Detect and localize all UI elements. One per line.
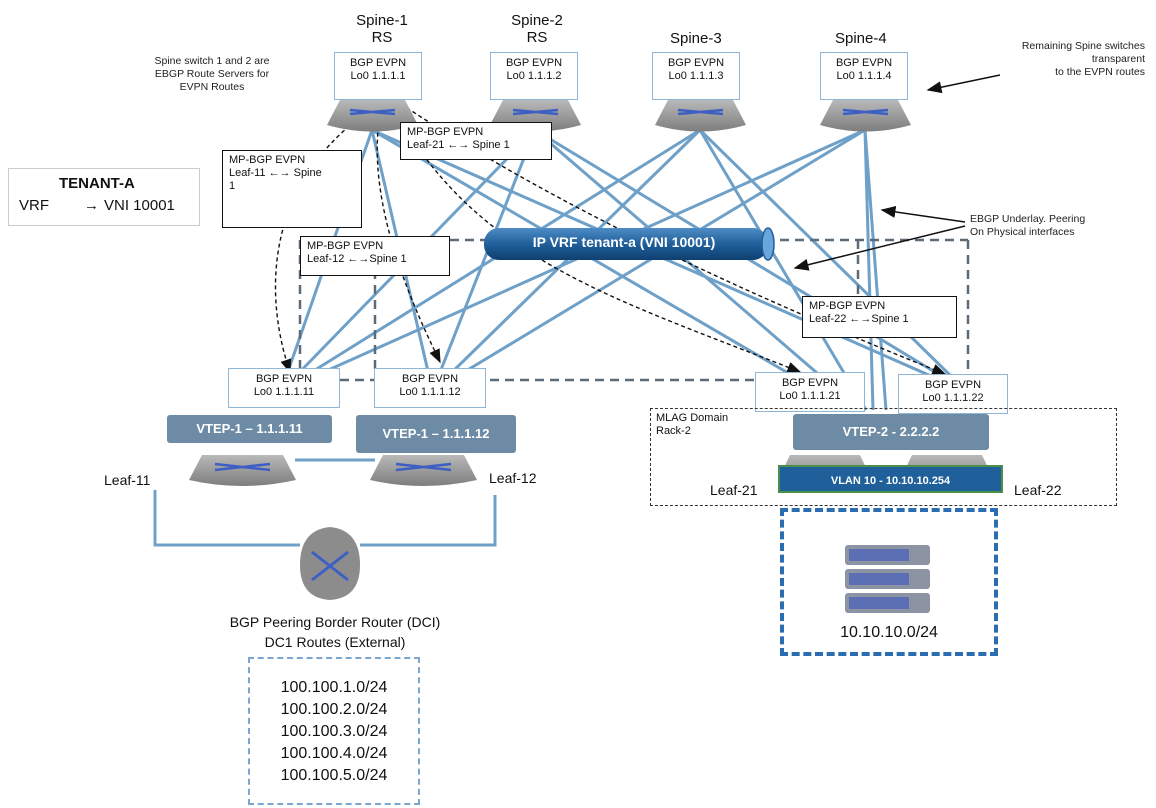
- external-route: 100.100.5.0/24: [280, 767, 388, 784]
- vtep-mlag: VTEP-2 - 2.2.2.2: [793, 414, 989, 450]
- spine-3-switch-icon: [655, 100, 746, 132]
- leaf-11-name: Leaf-11: [100, 470, 155, 490]
- tenant-title: TENANT-A: [59, 175, 135, 192]
- external-route: 100.100.2.0/24: [280, 701, 388, 718]
- leaf-22-name: Leaf-22: [1014, 482, 1062, 498]
- leaf-12-name: Leaf-12: [485, 468, 541, 488]
- spine-3-title: Spine-3: [670, 30, 722, 47]
- link-l12-router: [360, 495, 497, 547]
- tenant-vni: VNI 10001: [104, 197, 175, 214]
- external-route: 100.100.1.0/24: [280, 679, 388, 696]
- link-s2-l21: [534, 128, 861, 412]
- server-stack-icon: [845, 545, 930, 613]
- link-s4-l22: [863, 129, 888, 411]
- tenant-box: TENANT-A VRF → VNI 10001: [8, 168, 200, 226]
- external-route: 100.100.3.0/24: [280, 723, 388, 740]
- tenant-arrow: →: [84, 197, 99, 214]
- link-s3-l22: [698, 128, 957, 382]
- annotation-arrows: [793, 74, 1001, 271]
- ip-vrf-label: IP VRF tenant-a (VNI 10001): [532, 234, 716, 250]
- tenant-vrf: VRF: [19, 197, 49, 214]
- server-subnet-box: [780, 508, 998, 656]
- border-router-links: [153, 458, 497, 547]
- spine-1-switch-icon: [327, 100, 418, 132]
- link-l11-router: [153, 490, 300, 547]
- border-router-icon: [300, 527, 360, 600]
- spine-4-title: Spine-4: [835, 30, 887, 47]
- external-routes-box: 100.100.1.0/24 100.100.2.0/24 100.100.3.…: [248, 657, 420, 805]
- vtep-leaf-11: VTEP-1 – 1.1.1.11: [167, 415, 332, 443]
- external-route: 100.100.4.0/24: [280, 745, 388, 762]
- mlag-domain-box: [650, 408, 1117, 506]
- link-s2-l12: [435, 129, 537, 381]
- vtep-leaf-12: VTEP-1 – 1.1.1.12: [356, 415, 516, 453]
- border-router-label: BGP Peering Border Router (DCI)DC1 Route…: [229, 614, 441, 650]
- spine-4-switch-icon: [820, 100, 911, 132]
- session-l11: [274, 104, 379, 374]
- link-s3-l21: [698, 129, 868, 411]
- leaf-21-name: Leaf-21: [710, 482, 758, 498]
- link-s4-l21: [863, 129, 875, 411]
- leaf-11-switch-icon: [189, 455, 296, 486]
- vlan-bar: VLAN 10 - 10.10.10.254: [778, 465, 1003, 493]
- leaf-12-switch-icon: [370, 455, 477, 486]
- ip-vrf-tube: [484, 227, 775, 261]
- server-subnet-label: 10.10.10.0/24: [840, 624, 938, 641]
